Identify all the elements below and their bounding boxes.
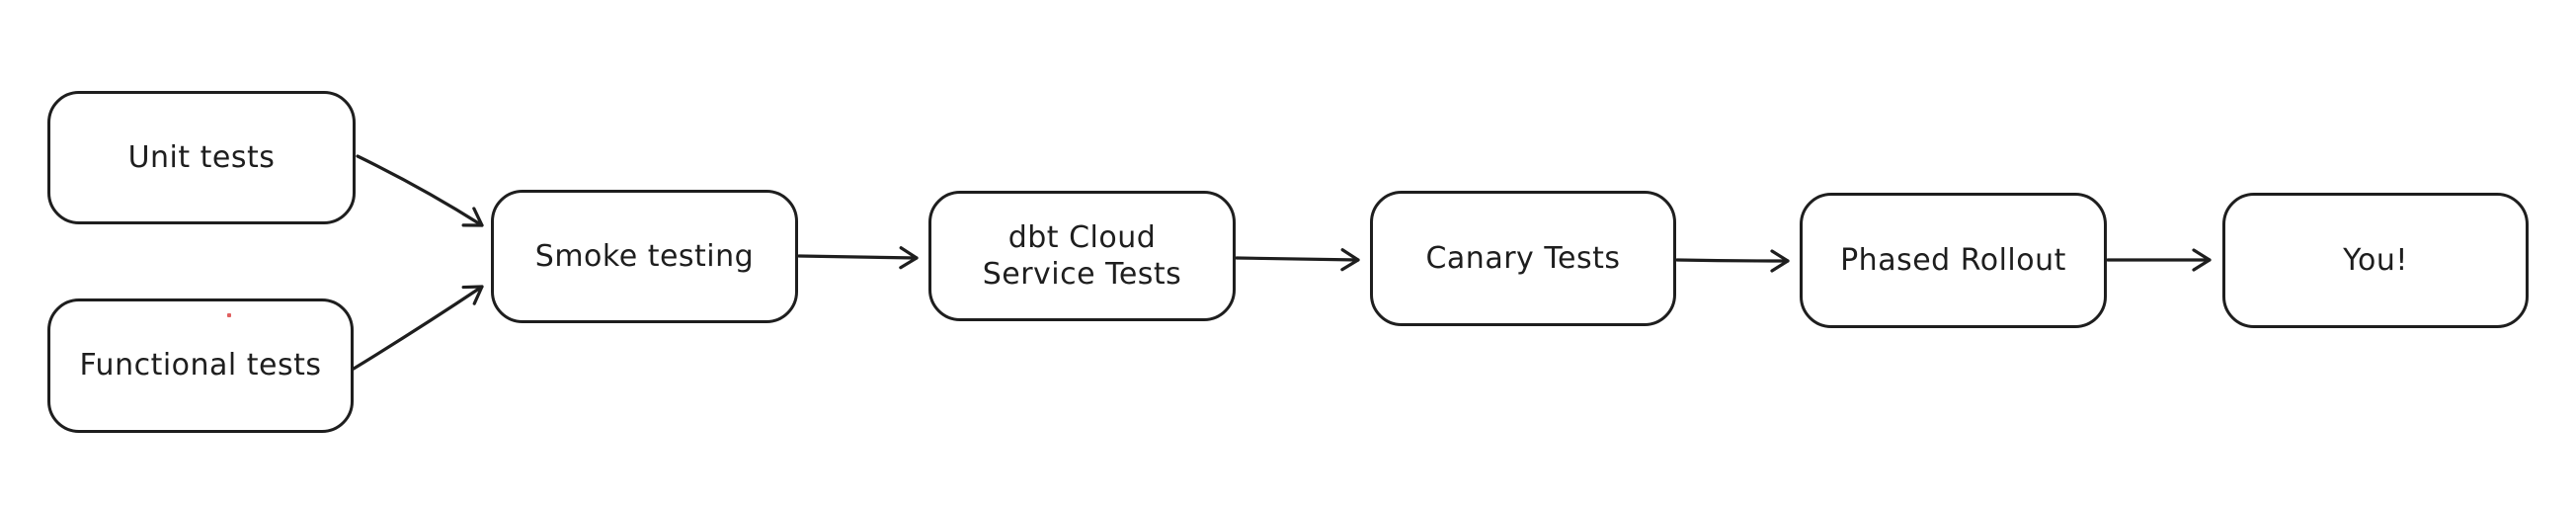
node-you: You! xyxy=(2222,193,2529,328)
arrow-unit-tests-to-smoke-testing xyxy=(356,154,484,227)
node-canary-tests: Canary Tests xyxy=(1370,191,1676,326)
node-label-canary-tests: Canary Tests xyxy=(1425,240,1621,276)
arrow-functional-tests-to-smoke-testing xyxy=(352,285,484,371)
arrow-smoke-testing-to-dbt-cloud-service-tests xyxy=(797,246,919,270)
stray-red-dot-artifact xyxy=(227,313,231,317)
node-phased-rollout: Phased Rollout xyxy=(1800,193,2107,328)
node-unit-tests: Unit tests xyxy=(47,91,356,224)
node-label-functional-tests: Functional tests xyxy=(79,348,322,383)
node-functional-tests: Functional tests xyxy=(47,298,354,433)
arrow-dbt-cloud-service-tests-to-canary-tests xyxy=(1235,248,1360,272)
node-label-smoke-testing: Smoke testing xyxy=(534,238,755,274)
node-label-dbt-cloud-service-tests: dbt Cloud Service Tests xyxy=(982,219,1182,293)
node-dbt-cloud-service-tests: dbt Cloud Service Tests xyxy=(928,191,1236,321)
node-label-you: You! xyxy=(2343,242,2408,278)
node-label-unit-tests: Unit tests xyxy=(127,139,276,175)
arrow-canary-tests-to-phased-rollout xyxy=(1675,249,1790,273)
node-smoke-testing: Smoke testing xyxy=(491,190,798,323)
node-label-phased-rollout: Phased Rollout xyxy=(1840,242,2066,278)
